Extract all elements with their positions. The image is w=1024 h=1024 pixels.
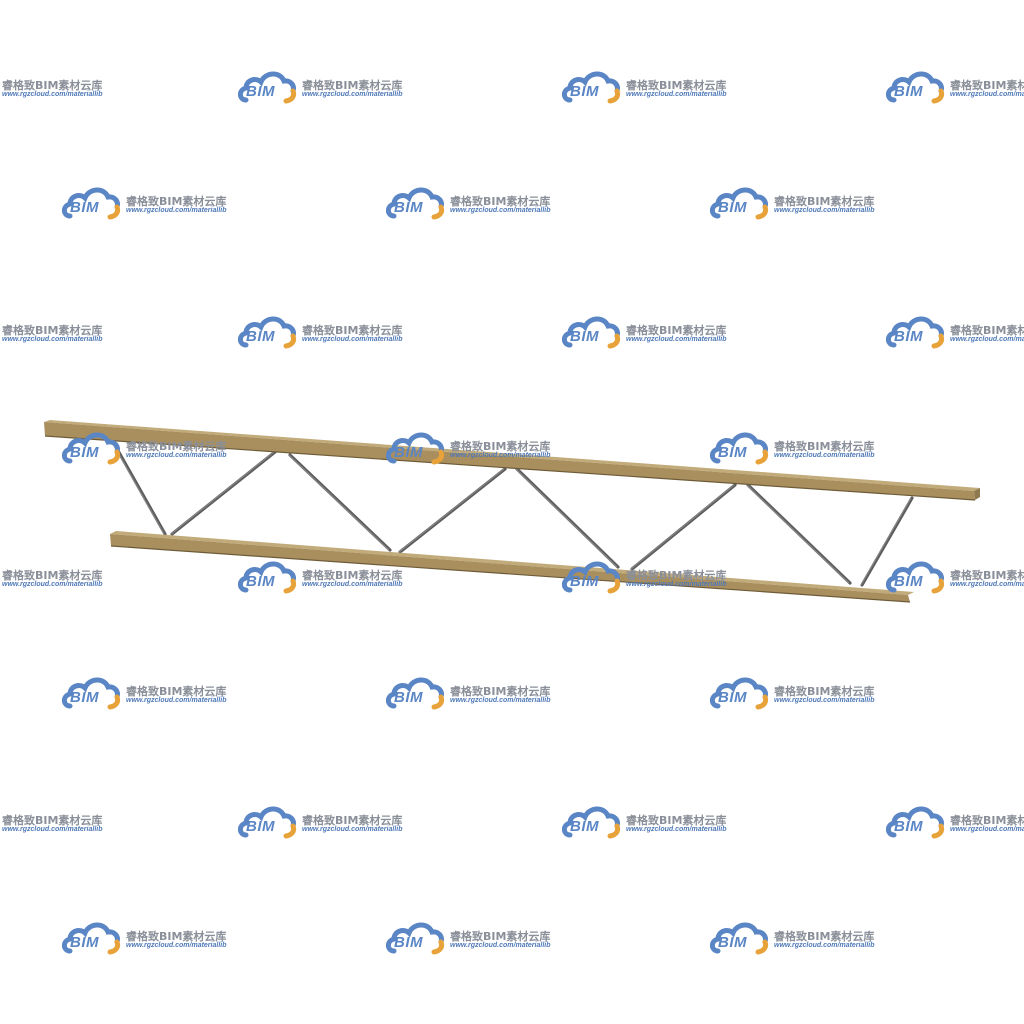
top-chord-end-face	[974, 488, 980, 500]
web-bar	[398, 467, 507, 554]
web-bar-highlight	[515, 468, 618, 568]
web-bar	[860, 496, 914, 587]
web-bar	[288, 453, 392, 552]
web-bar-highlight	[288, 454, 390, 551]
bottom-chord-top-face	[110, 531, 914, 595]
web-bar-highlight	[170, 451, 275, 535]
web-bar	[170, 450, 277, 536]
web-bar-highlight	[630, 484, 735, 570]
bottom-chord-edge	[110, 545, 911, 603]
web-bar	[515, 467, 620, 569]
web-bar-highlight	[398, 468, 505, 553]
bottom-chord	[110, 534, 910, 602]
top-chord	[44, 422, 975, 500]
truss-chords	[44, 420, 980, 603]
web-bar	[630, 483, 737, 571]
web-bar-highlight	[110, 439, 165, 535]
web-bar-highlight	[746, 484, 850, 584]
web-bar-highlight	[860, 497, 912, 586]
web-bar	[110, 438, 167, 536]
truss-web-bars	[110, 438, 914, 587]
web-bar	[746, 483, 852, 585]
top-chord-edge	[44, 435, 976, 501]
top-chord-top-face	[44, 420, 980, 491]
